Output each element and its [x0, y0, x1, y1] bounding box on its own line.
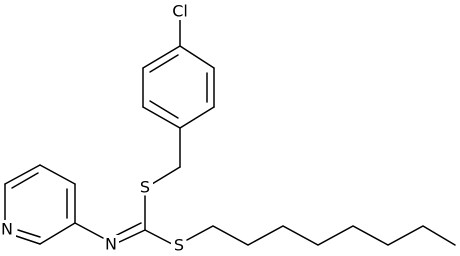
chlorophenyl-ring	[142, 45, 215, 129]
bond-pyr-c2-c3	[39, 222, 76, 245]
pyridine-ring	[4, 164, 76, 245]
bond-ring-a6-a1	[179, 45, 215, 69]
bond-ring-a3-a4	[142, 106, 181, 129]
bond-nitrogen-pyridine	[74, 222, 104, 239]
bond-ch2-sulfur	[151, 166, 181, 185]
bond-ring-a1-a2	[142, 45, 181, 69]
double-bond-cn-outer	[114, 229, 146, 245]
bond-pyr-c5-c6	[4, 164, 41, 185]
bond-ring-a4-a5	[179, 106, 215, 129]
imine-nitrogen-label: N	[105, 235, 117, 254]
double-bond-ring-inner-2	[149, 100, 179, 119]
double-bond-pyr-inner-2	[11, 172, 39, 189]
double-bond-ring-inner-1	[149, 54, 179, 73]
bond-pyr-c4-c5	[39, 164, 76, 185]
double-bond-pyr-inner-3	[17, 229, 41, 238]
pyridine-nitrogen-label: N	[1, 220, 13, 239]
bond-central-carbon-sulfur-octyl	[144, 229, 173, 245]
octyl-chain	[186, 225, 456, 246]
sulfur-benzyl-label: S	[140, 178, 150, 197]
sulfur-octyl-label: S	[174, 236, 184, 255]
chlorine-label: Cl	[172, 2, 188, 21]
bond-pyr-n1-c2	[12, 234, 41, 245]
double-bond-cn-inner	[114, 222, 142, 237]
